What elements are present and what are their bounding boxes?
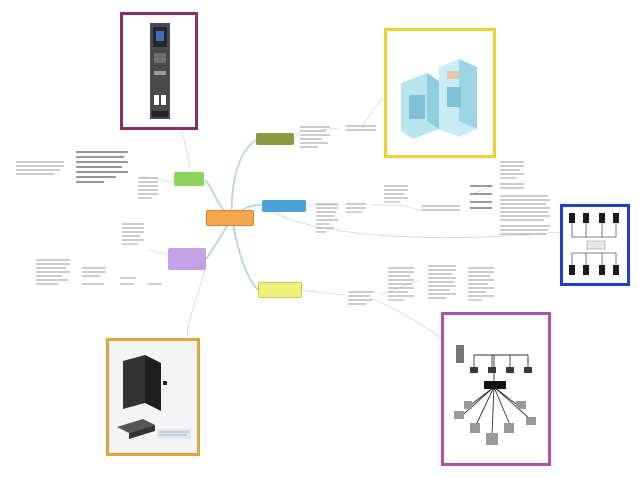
image-frame-lan bbox=[560, 204, 630, 286]
image-frame-desktop bbox=[106, 338, 200, 456]
topic-node-yellow[interactable] bbox=[258, 282, 302, 298]
network-star-topology-icon bbox=[454, 345, 536, 445]
desktop-pc-icon bbox=[109, 341, 197, 453]
image-frame-storage bbox=[384, 28, 496, 158]
image-frame-network bbox=[441, 312, 551, 466]
topic-node-olive[interactable] bbox=[256, 133, 294, 145]
central-topic[interactable] bbox=[206, 210, 254, 226]
topic-node-purple[interactable] bbox=[168, 248, 206, 270]
topic-node-green[interactable] bbox=[174, 172, 204, 186]
server-rack-icon bbox=[150, 23, 170, 119]
image-frame-server-rack bbox=[120, 12, 198, 130]
storage-towers-icon bbox=[401, 59, 477, 139]
lan-topology-icon bbox=[569, 213, 619, 275]
topic-node-blue[interactable] bbox=[262, 200, 306, 212]
